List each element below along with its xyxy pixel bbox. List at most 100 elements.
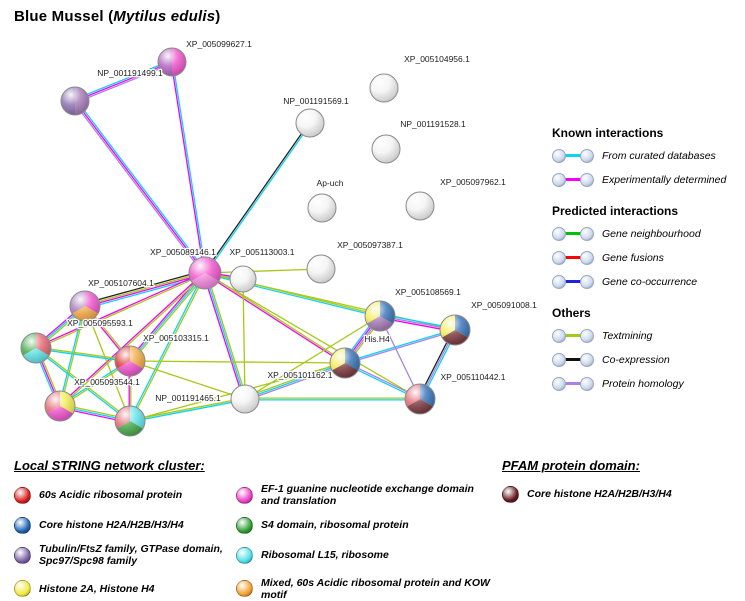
protein-node[interactable] xyxy=(230,266,256,292)
cluster-legend-label: Ribosomal L15, ribosome xyxy=(261,549,389,561)
interaction-legend-label: Protein homology xyxy=(602,378,684,390)
cluster-color-circle xyxy=(502,486,519,503)
edge-type-glyph xyxy=(552,149,594,163)
node-label: XP_005095593.1 xyxy=(67,318,133,328)
legend-node-sphere xyxy=(580,377,594,391)
node-sphere-gloss xyxy=(21,333,51,363)
node-sphere-gloss xyxy=(307,255,335,283)
protein-node[interactable] xyxy=(70,291,100,321)
protein-node[interactable] xyxy=(231,385,259,413)
cluster-legend-label: Tubulin/FtsZ family, GTPase domain, Spc9… xyxy=(39,543,226,568)
cluster-legend-item: Tubulin/FtsZ family, GTPase domain, Spc9… xyxy=(14,543,226,568)
legend-node-sphere xyxy=(552,227,566,241)
node-sphere-gloss xyxy=(405,384,435,414)
interaction-legend-item: Co-expression xyxy=(552,349,744,370)
protein-node[interactable] xyxy=(365,301,395,331)
legend-node-sphere xyxy=(580,251,594,265)
pfam-legend-items: Core histone H2A/H2B/H3/H4 xyxy=(502,486,740,503)
node-sphere-gloss xyxy=(115,346,145,376)
cluster-color-circle xyxy=(14,580,31,597)
protein-node[interactable] xyxy=(406,192,434,220)
cluster-legend-label: Core histone H2A/H2B/H3/H4 xyxy=(39,519,184,531)
node-label: XP_005104956.1 xyxy=(404,54,470,64)
network-edge[interactable] xyxy=(130,400,245,422)
bottom-legend-area: Local STRING network cluster: 60s Acidic… xyxy=(0,452,745,600)
protein-node[interactable] xyxy=(189,257,221,289)
protein-node[interactable] xyxy=(405,384,435,414)
cluster-legend-item: S4 domain, ribosomal protein xyxy=(236,517,492,534)
protein-node[interactable] xyxy=(45,391,75,421)
protein-node[interactable] xyxy=(115,406,145,436)
cluster-legend-label: 60s Acidic ribosomal protein xyxy=(39,489,182,501)
interaction-legend-section-title: Predicted interactions xyxy=(552,204,744,218)
protein-node[interactable] xyxy=(330,348,360,378)
legend-node-sphere xyxy=(580,227,594,241)
node-sphere-gloss xyxy=(370,74,398,102)
interaction-legend-label: Gene neighbourhood xyxy=(602,228,701,240)
node-label: XP_005108569.1 xyxy=(395,287,461,297)
network-edge[interactable] xyxy=(74,60,171,99)
legend-node-sphere xyxy=(580,173,594,187)
legend-node-sphere xyxy=(552,329,566,343)
network-edge[interactable] xyxy=(130,361,345,363)
node-sphere-gloss xyxy=(365,301,395,331)
edge-type-glyph xyxy=(552,377,594,391)
interaction-legend-section-title: Others xyxy=(552,306,744,320)
edge-type-glyph xyxy=(552,353,594,367)
node-sphere-gloss xyxy=(296,109,324,137)
cluster-color-circle xyxy=(14,487,31,504)
interaction-legend-item: Gene fusions xyxy=(552,247,744,268)
cluster-color-circle xyxy=(236,517,253,534)
cluster-legend-label: Core histone H2A/H2B/H3/H4 xyxy=(527,488,672,500)
node-sphere-gloss xyxy=(61,87,89,115)
network-edge[interactable] xyxy=(205,273,245,399)
protein-node[interactable] xyxy=(372,135,400,163)
node-sphere-gloss xyxy=(189,257,221,289)
cluster-legend-label: Mixed, 60s Acidic ribosomal protein and … xyxy=(261,577,492,601)
edge-type-glyph xyxy=(552,227,594,241)
protein-node[interactable] xyxy=(370,74,398,102)
protein-node[interactable] xyxy=(21,333,51,363)
protein-node[interactable] xyxy=(115,346,145,376)
node-label: NP_001191499.1 xyxy=(97,68,163,78)
protein-node[interactable] xyxy=(308,194,336,222)
node-label: XP_005093544.1 xyxy=(74,377,140,387)
interaction-legend-label: Co-expression xyxy=(602,354,670,366)
node-label: Ap-uch xyxy=(317,178,344,188)
protein-node[interactable] xyxy=(61,87,89,115)
legend-node-sphere xyxy=(580,275,594,289)
node-label: NP_001191465.1 xyxy=(155,393,221,403)
edge-type-glyph xyxy=(552,173,594,187)
node-sphere-gloss xyxy=(372,135,400,163)
protein-node[interactable] xyxy=(296,109,324,137)
protein-node[interactable] xyxy=(440,315,470,345)
node-sphere-gloss xyxy=(440,315,470,345)
cluster-legend-label: EF-1 guanine nucleotide exchange domain … xyxy=(261,483,492,508)
network-edge[interactable] xyxy=(173,62,206,273)
interaction-legend-label: Textmining xyxy=(602,330,652,342)
interaction-legend-item: From curated databases xyxy=(552,145,744,166)
node-label: XP_005097962.1 xyxy=(440,177,506,187)
protein-node[interactable] xyxy=(307,255,335,283)
node-label: XP_005110442.1 xyxy=(440,372,505,382)
network-edge[interactable] xyxy=(171,62,204,273)
edge-type-glyph xyxy=(552,329,594,343)
legend-node-sphere xyxy=(552,251,566,265)
legend-node-sphere xyxy=(580,353,594,367)
cluster-color-circle xyxy=(14,517,31,534)
interaction-legend-item: Protein homology xyxy=(552,373,744,394)
network-edge[interactable] xyxy=(205,269,321,273)
edge-type-glyph xyxy=(552,251,594,265)
node-label: XP_005097387.1 xyxy=(337,240,403,250)
node-label: NP_001191528.1 xyxy=(400,119,466,129)
cluster-legend-item: 60s Acidic ribosomal protein xyxy=(14,483,226,508)
cluster-legend-item: Core histone H2A/H2B/H3/H4 xyxy=(502,486,740,503)
legend-node-sphere xyxy=(552,149,566,163)
edge-type-glyph xyxy=(552,275,594,289)
node-label: XP_005099627.1 xyxy=(186,39,252,49)
node-sphere-gloss xyxy=(115,406,145,436)
node-sphere-gloss xyxy=(45,391,75,421)
